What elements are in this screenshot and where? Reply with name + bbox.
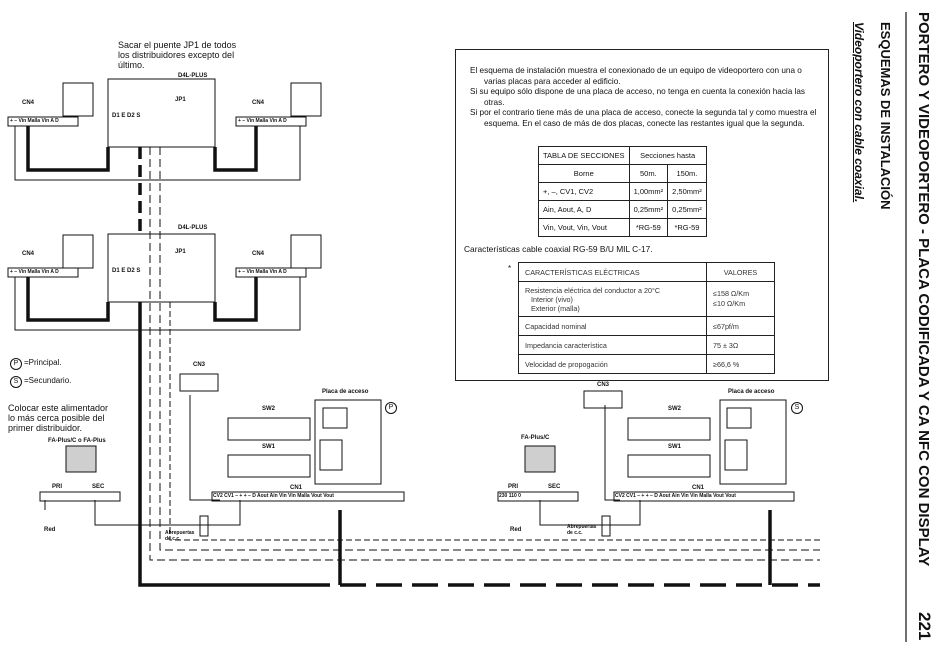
jp1-label-2: JP1 bbox=[175, 249, 186, 255]
cn4-label-3: CN4 bbox=[22, 251, 35, 257]
info-paragraph-3: Si por el contrario tiene más de una pla… bbox=[470, 108, 817, 128]
monitor-terminals-4 bbox=[235, 267, 307, 278]
cn1-label-1: CN1 bbox=[290, 485, 303, 491]
cn4-label-2: CN4 bbox=[252, 100, 265, 106]
elec-star: * bbox=[508, 264, 512, 273]
monitor-4 bbox=[290, 234, 322, 269]
monitor-terms-2: + – Vin Malla Vin A D bbox=[238, 118, 287, 124]
door-opener-1 bbox=[199, 515, 209, 537]
legend-secundario: S=Secundario. bbox=[10, 376, 71, 388]
cn4-label-4: CN4 bbox=[252, 251, 265, 257]
pri-sec-terminals-2 bbox=[497, 491, 579, 502]
sw2-label-1: SW2 bbox=[262, 406, 276, 412]
pri-sec-terminals-1 bbox=[39, 491, 121, 502]
monitor-1 bbox=[62, 82, 94, 117]
fa-label-2: FA-Plus/C bbox=[521, 435, 550, 441]
secundario-marker: S bbox=[791, 396, 805, 414]
monitor-terms-3: + – Vin Malla Vin A D bbox=[10, 269, 59, 275]
distributor-2 bbox=[107, 233, 216, 303]
sw1-block-2 bbox=[627, 454, 711, 478]
pri-label-2: PRI bbox=[508, 484, 519, 490]
cn1-terminals-2 bbox=[613, 491, 795, 502]
sw2-label-2: SW2 bbox=[668, 406, 682, 412]
cn3-label-1: CN3 bbox=[193, 362, 206, 368]
sw1-label-1: SW1 bbox=[262, 444, 276, 450]
table-cell: Vin, Vout, Vin, Vout bbox=[538, 218, 630, 237]
principal-symbol: P bbox=[10, 358, 22, 370]
power-note: Colocar este alimentador lo más cerca po… bbox=[8, 403, 109, 433]
monitor-terminals-1 bbox=[7, 116, 79, 127]
placa-label-1: Placa de acceso bbox=[322, 389, 369, 395]
info-paragraph-2: Si su equipo sólo dispone de una placa d… bbox=[470, 87, 806, 107]
door-opener-2 bbox=[601, 515, 611, 537]
sw1-label-2: SW1 bbox=[668, 444, 682, 450]
info-text: El esquema de instalación muestra el con… bbox=[470, 66, 820, 129]
abrepuertas-label-1: Abrepuertas de c.c. bbox=[165, 530, 195, 542]
distributor-1 bbox=[107, 78, 216, 148]
access-panel-2 bbox=[719, 399, 787, 485]
power-supply-2 bbox=[524, 445, 556, 473]
access-panel-1 bbox=[314, 399, 382, 485]
table-cell: ≥66,6 % bbox=[706, 354, 775, 374]
red-label-1: Red bbox=[44, 527, 56, 533]
power-supply-1 bbox=[65, 445, 97, 473]
fa-label-1: FA-Plus/C o FA-Plus bbox=[48, 438, 106, 444]
table-cell: *RG-59 bbox=[628, 218, 669, 237]
distrib-terms-1: D1 E D2 S bbox=[112, 113, 141, 119]
sw1-block-1 bbox=[227, 454, 311, 478]
info-box bbox=[455, 49, 829, 381]
d4l-label-2: D4L-PLUS bbox=[178, 225, 208, 231]
cn1-label-2: CN1 bbox=[692, 485, 705, 491]
monitor-terms-1: + – Vin Malla Vin A D bbox=[10, 118, 59, 124]
sec-label-2: SEC bbox=[548, 484, 561, 490]
electrical-table: CARACTERÍSTICAS ELÉCTRICAS VALORES Resis… bbox=[518, 262, 775, 374]
cn3-label-2: CN3 bbox=[597, 382, 610, 388]
monitor-terminals-2 bbox=[235, 116, 307, 127]
d4l-label-1: D4L-PLUS bbox=[178, 73, 208, 79]
secundario-symbol: S bbox=[10, 376, 22, 388]
cn1-terminals-1 bbox=[211, 491, 405, 502]
distrib-terms-2: D1 E D2 S bbox=[112, 268, 141, 274]
monitor-terminals-3 bbox=[7, 267, 79, 278]
cn3-connector-1 bbox=[179, 373, 219, 392]
legend-principal: P=Principal. bbox=[10, 358, 62, 370]
cn1-terms-2: CV2 CV1 – + + – D Aout Ain Vin Vin Malla… bbox=[615, 493, 736, 499]
cn1-terms-1: CV2 CV1 – + + – D Aout Ain Vin Vin Malla… bbox=[213, 493, 334, 499]
jp1-label-1: JP1 bbox=[175, 97, 186, 103]
sw2-block-2 bbox=[627, 417, 711, 441]
pri-label-1: PRI bbox=[52, 484, 63, 490]
elec-row-resistance: Resistencia eléctrica del conductor a 20… bbox=[518, 281, 707, 317]
jp1-note: Sacar el puente JP1 de todos los distrib… bbox=[118, 40, 237, 70]
coax-note: Características cable coaxial RG-59 B/U … bbox=[464, 244, 653, 254]
monitor-2 bbox=[290, 82, 322, 117]
placa-label-2: Placa de acceso bbox=[728, 389, 775, 395]
sec-label-1: SEC bbox=[92, 484, 105, 490]
abrepuertas-label-2: Abrepuertas de c.c. bbox=[567, 524, 597, 536]
principal-marker: P bbox=[385, 396, 399, 414]
cn3-connector-2 bbox=[583, 390, 623, 409]
sw2-block-1 bbox=[227, 417, 311, 441]
sections-table: TABLA DE SECCIONES Secciones hasta Borne… bbox=[538, 146, 707, 237]
cn4-label-1: CN4 bbox=[22, 100, 35, 106]
elec-value-resistance: ≤158 Ω/Km ≤10 Ω/Km bbox=[706, 281, 775, 317]
table-cell: *RG-59 bbox=[667, 218, 707, 237]
pri2-terms: 230 110 0 bbox=[499, 493, 521, 499]
monitor-terms-4: + – Vin Malla Vin A D bbox=[238, 269, 287, 275]
monitor-3 bbox=[62, 234, 94, 269]
info-paragraph-1: El esquema de instalación muestra el con… bbox=[470, 66, 802, 86]
red-label-2: Red bbox=[510, 527, 522, 533]
elec-header-right: VALORES bbox=[706, 262, 775, 282]
